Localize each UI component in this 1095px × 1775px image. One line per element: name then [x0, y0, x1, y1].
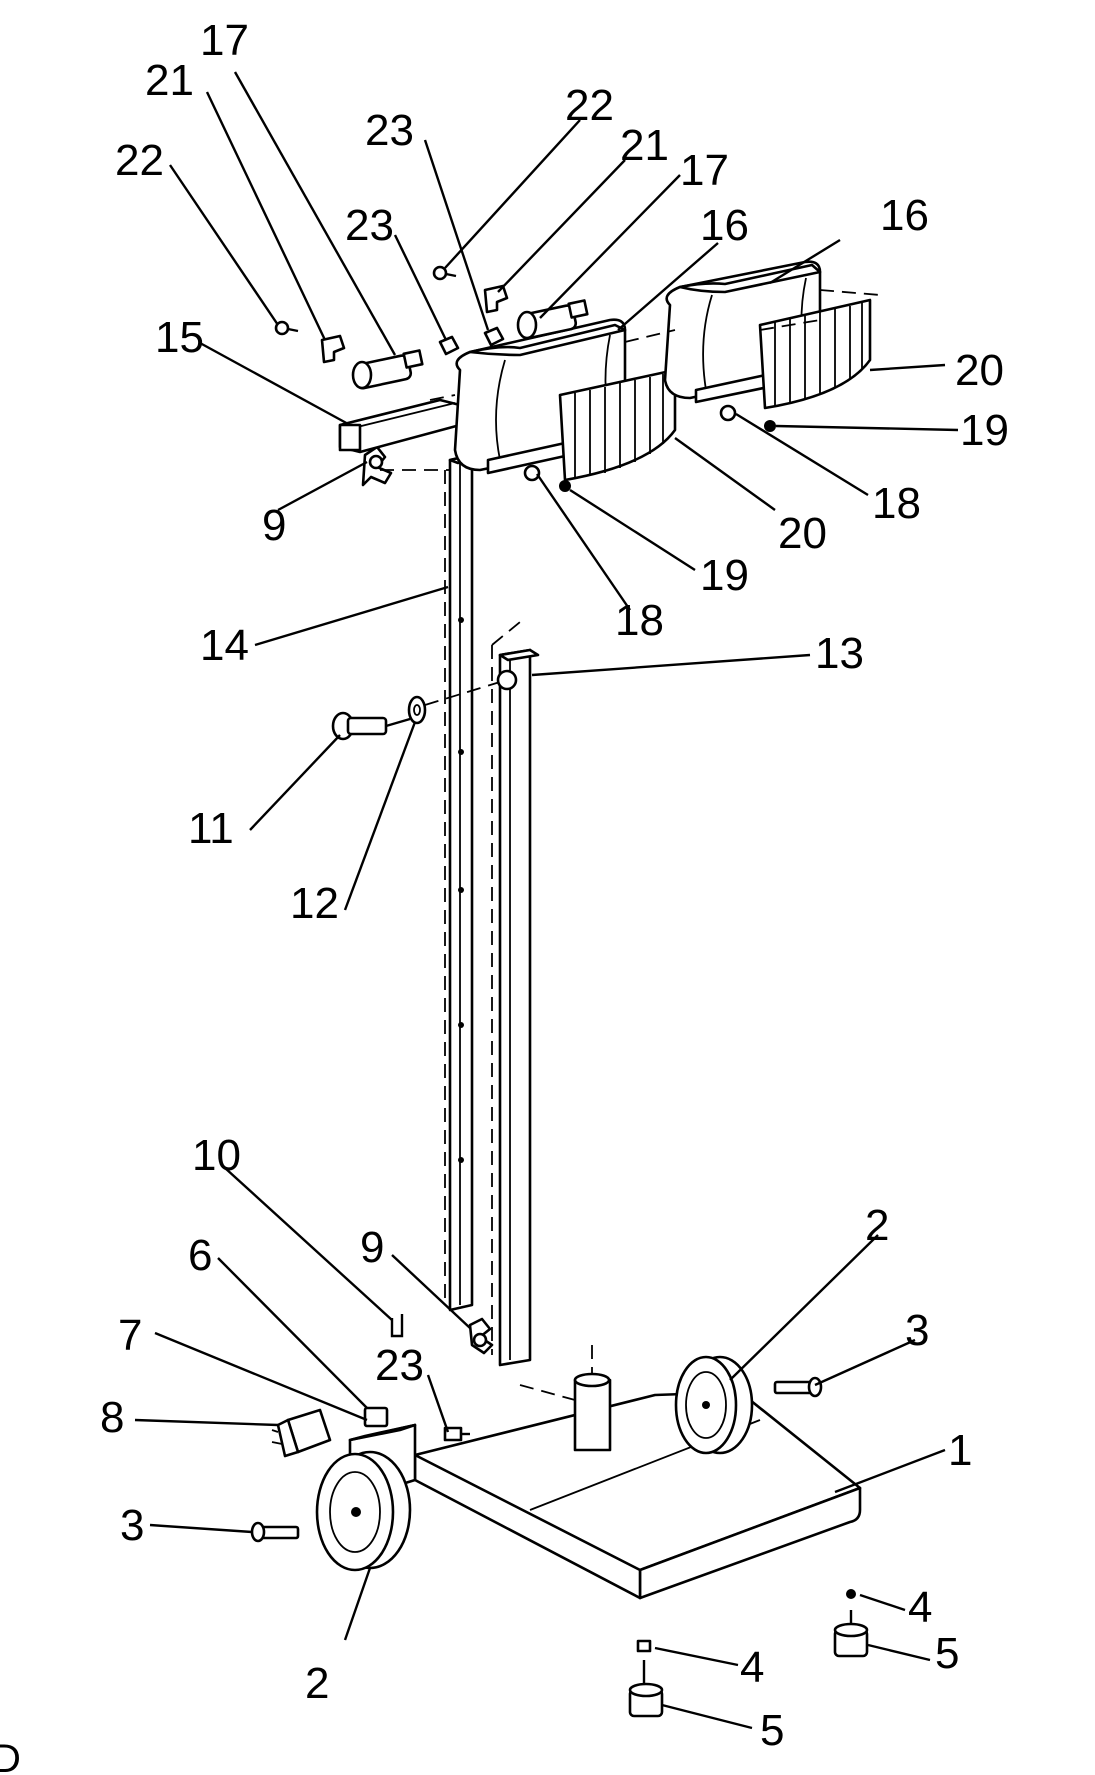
callout-16-left: 16: [700, 201, 749, 250]
alignment-line: [424, 681, 501, 706]
corner-mark: D: [0, 1737, 21, 1775]
alignment-line: [759, 319, 821, 331]
tube-13-fastener: [496, 669, 518, 691]
callout-3-right: 3: [905, 1306, 929, 1355]
foot-5-front: [628, 1660, 664, 1718]
alignment-line: [519, 1384, 576, 1401]
callout-23-top: 23: [365, 106, 414, 155]
callout-13: 13: [815, 629, 864, 678]
nut-23-left: [438, 335, 460, 356]
switch-box-8: [271, 1408, 332, 1458]
callout-15: 15: [155, 313, 204, 362]
callout-16-right: 16: [880, 191, 929, 240]
foot-nut-4-front: [636, 1639, 652, 1653]
callout-17-right: 17: [680, 146, 729, 195]
bracket-6: [363, 1406, 389, 1428]
base-socket-tube: [573, 1345, 612, 1452]
screw-23-base: [443, 1426, 470, 1442]
callout-22-right: 22: [565, 81, 614, 130]
callout-23-mid: 23: [345, 201, 394, 250]
screw-19-left: [559, 480, 571, 492]
wheel-right: [674, 1355, 754, 1455]
callout-9-lower: 9: [360, 1223, 384, 1272]
callout-2-left: 2: [305, 1659, 329, 1708]
callout-10: 10: [192, 1131, 241, 1180]
clip-10: [390, 1314, 404, 1338]
lamp-guard-left: [558, 368, 677, 482]
callout-3-left: 3: [120, 1501, 144, 1550]
leader-lines: [134, 71, 959, 1730]
upright-tube-13: [498, 648, 540, 1367]
screw-19-right: [764, 420, 776, 432]
bracket-21-left: [320, 334, 346, 364]
screw-22-right: [432, 265, 457, 281]
callout-18-left: 18: [615, 596, 664, 645]
bolt-11: [331, 711, 411, 741]
callout-11: 11: [188, 804, 234, 853]
upright-tube-14: [448, 453, 482, 1312]
bulb-socket-17-left: [351, 349, 424, 390]
callout-21-right: 21: [620, 121, 669, 170]
callout-5-right: 5: [935, 1629, 959, 1678]
callout-labels: 1 2 2 3 3 4 4 5 5 6 7 8 9 9 10 11 12 13 …: [100, 16, 1009, 1755]
callout-8: 8: [100, 1393, 124, 1442]
callout-23-base: 23: [375, 1341, 424, 1390]
bracket-21-right: [483, 284, 509, 314]
callout-1: 1: [948, 1426, 972, 1475]
callout-19-right: 19: [960, 406, 1009, 455]
alignment-line: [819, 289, 881, 296]
base-part: [348, 1390, 862, 1600]
axle-bolt-right: [773, 1376, 823, 1398]
callout-22-left: 22: [115, 136, 164, 185]
nut-23-right: [483, 326, 505, 347]
callout-20-right: 20: [955, 346, 1004, 395]
wheel-left: [315, 1450, 412, 1572]
bulb-socket-17-right: [516, 299, 589, 340]
callout-4-right: 4: [908, 1583, 932, 1632]
screw-18-left: [523, 464, 541, 482]
callout-18-right: 18: [872, 479, 921, 528]
foot-5-right: [833, 1610, 869, 1658]
callout-7: 7: [118, 1311, 142, 1360]
knob-9-upper: [361, 445, 393, 487]
screw-22-left: [274, 320, 299, 336]
screw-18-right: [719, 404, 737, 422]
callout-5-front: 5: [760, 1706, 784, 1755]
alignment-line: [624, 329, 676, 343]
callout-9-upper: 9: [262, 501, 286, 550]
callout-6: 6: [188, 1231, 212, 1280]
knob-9-lower: [468, 1317, 494, 1355]
callout-12: 12: [290, 879, 339, 928]
washer-12: [407, 695, 427, 725]
alignment-line: [491, 621, 521, 646]
callout-19-left: 19: [700, 551, 749, 600]
callout-21-left: 21: [145, 56, 194, 105]
callout-20-left: 20: [778, 509, 827, 558]
foot-nut-4-right: [846, 1589, 856, 1599]
callout-2-right: 2: [865, 1201, 889, 1250]
callout-17-left: 17: [200, 16, 249, 65]
lamp-guard-right: [758, 298, 872, 410]
axle-bolt-left: [250, 1521, 300, 1543]
callout-14: 14: [200, 621, 249, 670]
callout-4-front: 4: [740, 1643, 764, 1692]
crossbar-15: [338, 394, 462, 454]
